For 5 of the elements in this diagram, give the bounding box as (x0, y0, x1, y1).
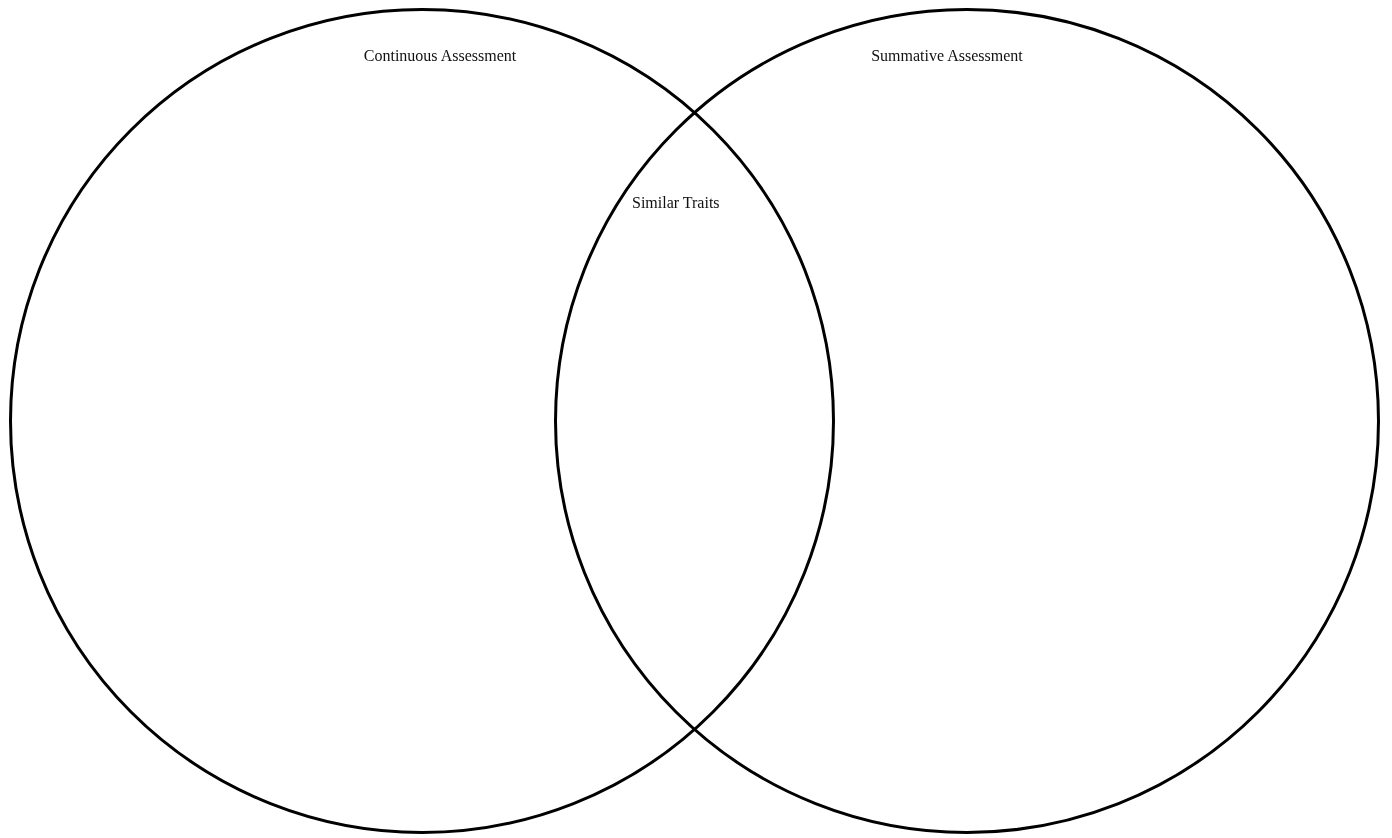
venn-circle (554, 8, 1380, 834)
overlap-label: Similar Traits (632, 194, 720, 212)
circle-heading: Continuous Assessment (363, 47, 517, 65)
venn-circle (9, 8, 835, 834)
circle-heading: Summative Assessment (871, 47, 1023, 65)
